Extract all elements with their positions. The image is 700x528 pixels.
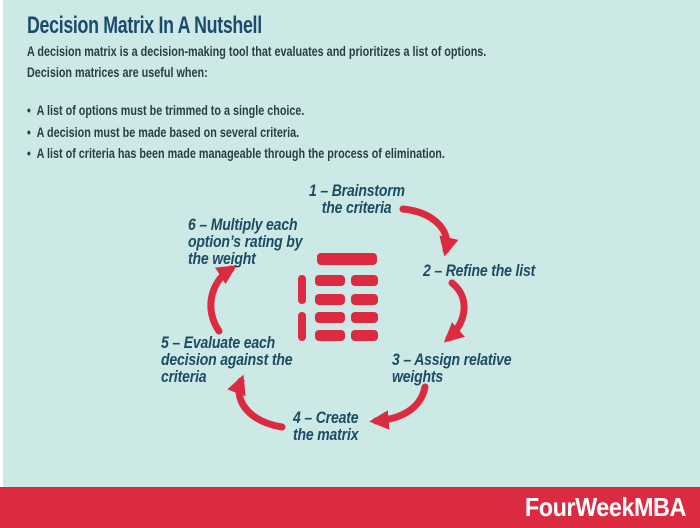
matrix-cell-bar xyxy=(351,330,378,341)
matrix-row-header-bar xyxy=(298,312,306,341)
arrow-step2-to-step3-icon xyxy=(443,279,468,343)
cycle-step-2-label: 2 – Refine the list xyxy=(423,263,535,280)
step-line: the weight xyxy=(188,250,256,268)
bullet-icon: • xyxy=(27,124,31,140)
matrix-cell-bar xyxy=(351,312,378,323)
step-line: weights xyxy=(392,368,444,386)
matrix-header-bar xyxy=(317,253,377,265)
list-item: • A list of criteria has been made manag… xyxy=(27,143,445,165)
brand-banner: FourWeekMBA xyxy=(0,487,700,528)
matrix-cell-bar xyxy=(351,275,378,286)
step-line: criteria xyxy=(161,368,207,386)
left-edge-strip xyxy=(0,0,3,487)
step-line: decision against the xyxy=(161,351,293,369)
cycle-step-3-label: 3 – Assign relative weights xyxy=(392,351,512,386)
page-title: Decision Matrix In A Nutshell xyxy=(27,12,262,39)
decision-matrix-table-icon xyxy=(296,251,382,343)
step-line: the criteria xyxy=(321,199,392,217)
intro-paragraph: A decision matrix is a decision-making t… xyxy=(27,42,486,83)
step-line: 1 – Brainstorm xyxy=(309,182,405,200)
step-line: option’s rating by xyxy=(188,233,303,251)
arrow-step4-to-step5-icon xyxy=(227,374,286,431)
matrix-cell-bar xyxy=(315,330,345,341)
step-line: 2 – Refine the list xyxy=(423,262,536,280)
arrow-step3-to-step4-icon xyxy=(369,383,429,430)
cycle-step-1-label: 1 – Brainstorm the criteria xyxy=(309,182,405,217)
matrix-cell-bar xyxy=(315,294,345,305)
cycle-step-5-label: 5 – Evaluate each decision against the c… xyxy=(161,334,293,386)
arrow-step5-to-step6-icon xyxy=(207,265,237,335)
step-line: the matrix xyxy=(293,426,359,444)
matrix-cell-bar xyxy=(315,275,345,286)
step-line: 5 – Evaluate each xyxy=(161,334,276,352)
bullet-text: A list of criteria has been made managea… xyxy=(36,146,445,162)
matrix-row-header-bar xyxy=(298,275,306,304)
bullet-icon: • xyxy=(27,146,31,162)
list-item: • A list of options must be trimmed to a… xyxy=(27,100,445,122)
intro-line-2: Decision matrices are useful when: xyxy=(27,64,208,80)
arrow-step1-to-step2-icon xyxy=(399,205,459,257)
bullet-list: • A list of options must be trimmed to a… xyxy=(27,100,445,165)
bullet-text: A list of options must be trimmed to a s… xyxy=(36,103,305,118)
matrix-cell-bar xyxy=(315,312,345,323)
step-line: 6 – Multiply each xyxy=(188,216,298,234)
matrix-cell-bar xyxy=(351,294,378,305)
step-line: 3 – Assign relative xyxy=(392,351,512,369)
list-item: • A decision must be made based on sever… xyxy=(27,122,445,144)
bullet-text: A decision must be made based on several… xyxy=(36,124,300,140)
cycle-step-4-label: 4 – Create the matrix xyxy=(293,409,359,444)
brand-logo-text: FourWeekMBA xyxy=(524,492,686,522)
step-line: 4 – Create xyxy=(293,409,359,427)
cycle-step-6-label: 6 – Multiply each option’s rating by the… xyxy=(188,216,303,268)
bullet-icon: • xyxy=(27,103,31,118)
intro-line-1: A decision matrix is a decision-making t… xyxy=(27,44,487,59)
